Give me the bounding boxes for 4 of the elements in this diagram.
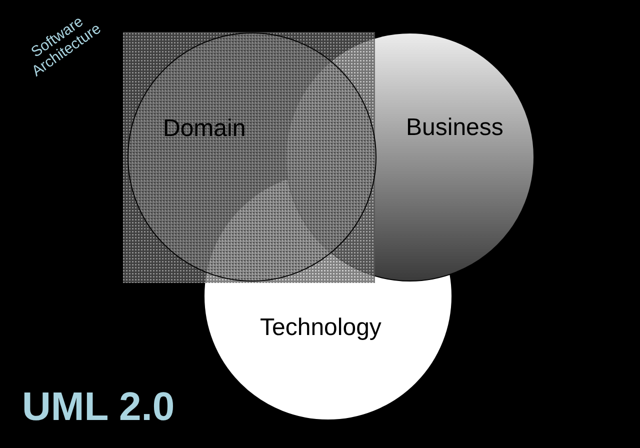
circle-label: Technology [260, 316, 382, 340]
circle-label: Domain [163, 117, 246, 141]
circle-label: Business [406, 116, 504, 140]
headline-text: UML 2.0 [22, 386, 175, 428]
